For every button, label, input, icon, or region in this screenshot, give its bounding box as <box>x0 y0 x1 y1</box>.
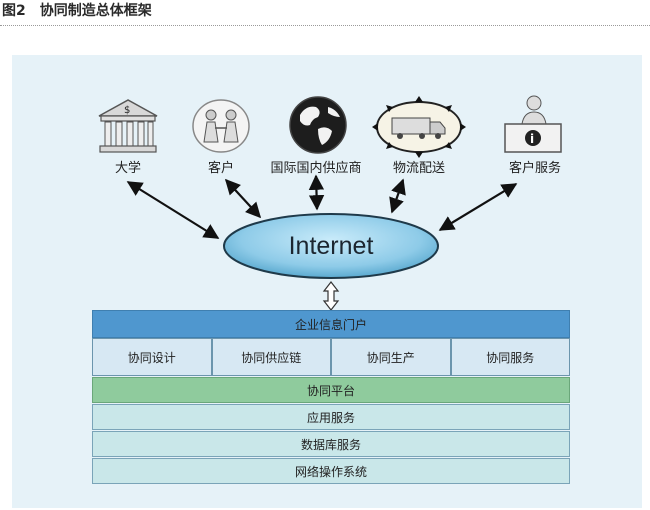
node-label-logistics: 物流配送 <box>392 161 445 176</box>
arrow-customer <box>224 178 262 219</box>
layer-database-service: 数据库服务 <box>92 431 570 457</box>
customer-service-icon: i <box>504 95 562 153</box>
module-row: 协同设计 协同供应链 协同生产 协同服务 <box>92 338 570 376</box>
node-label-university: 大学 <box>114 161 141 176</box>
layer-network-os: 网络操作系统 <box>92 458 570 484</box>
university-icon: $ <box>98 99 158 153</box>
arrow-customer-service <box>438 183 518 231</box>
arrow-supplier <box>308 174 325 211</box>
module-collab-service: 协同服务 <box>450 338 570 376</box>
arrow-logistics <box>389 178 406 214</box>
figure-title: 图2 协同制造总体框架 <box>2 3 152 19</box>
truck-icon <box>372 96 466 158</box>
customer-icon <box>192 99 250 153</box>
internet-ellipse <box>223 213 439 279</box>
arrow-university <box>126 181 220 239</box>
node-label-supplier: 国际国内供应商 <box>270 161 362 176</box>
module-collab-production: 协同生产 <box>331 338 451 376</box>
layer-platform: 协同平台 <box>92 377 570 403</box>
module-collab-supply-chain: 协同供应链 <box>211 338 331 376</box>
double-arrow <box>322 281 340 311</box>
node-label-customer-service: 客户服务 <box>508 161 561 176</box>
module-collab-design: 协同设计 <box>92 338 212 376</box>
layer-application-service: 应用服务 <box>92 404 570 430</box>
globe-icon <box>289 96 347 154</box>
layer-portal: 企业信息门户 <box>92 310 570 338</box>
title-divider <box>0 25 650 26</box>
internet-label: Internet <box>288 231 374 260</box>
svg-text:i: i <box>530 132 534 146</box>
svg-text:$: $ <box>124 105 130 116</box>
node-label-customer: 客户 <box>207 161 234 176</box>
